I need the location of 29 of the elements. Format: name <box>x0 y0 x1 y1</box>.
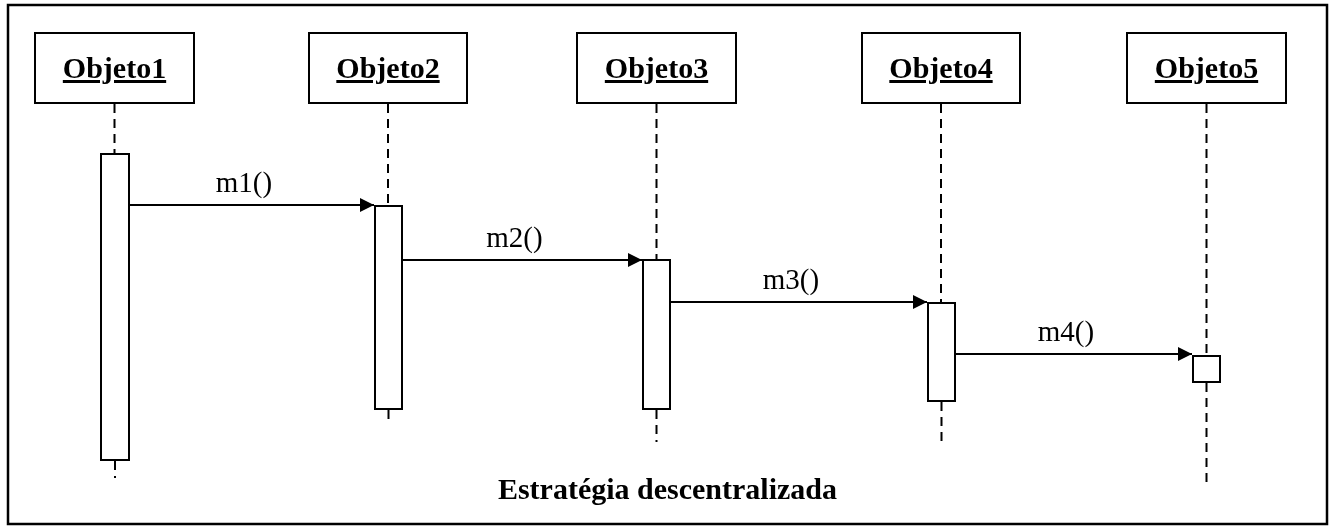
object-box <box>308 32 468 104</box>
object-name: Objeto5 <box>1154 51 1259 85</box>
message-arrow <box>129 198 375 212</box>
lifeline <box>655 103 658 260</box>
object-box <box>861 32 1021 104</box>
object-name: Objeto2 <box>336 51 440 85</box>
object-box <box>576 32 737 104</box>
activation-bar <box>1192 355 1221 383</box>
lifeline <box>113 103 116 154</box>
lifeline <box>1205 103 1208 356</box>
message-arrow <box>402 253 643 267</box>
message-arrow <box>955 347 1193 361</box>
lifeline <box>114 460 116 479</box>
lifeline <box>387 409 390 421</box>
object-name: Objeto3 <box>604 51 709 85</box>
lifeline <box>940 103 942 303</box>
object-box <box>34 32 195 104</box>
activation-bar <box>374 205 403 410</box>
activation-bar <box>927 302 956 402</box>
caption: Estratégia descentralizada <box>497 472 838 505</box>
object-name: Objeto4 <box>889 51 993 85</box>
object-box <box>1126 32 1287 104</box>
lifeline <box>940 401 943 443</box>
activation-bar <box>100 153 130 461</box>
lifeline <box>655 409 658 443</box>
message-arrow <box>670 295 928 309</box>
lifeline <box>387 103 389 206</box>
activation-bar <box>642 259 671 410</box>
object-name: Objeto1 <box>62 51 167 85</box>
